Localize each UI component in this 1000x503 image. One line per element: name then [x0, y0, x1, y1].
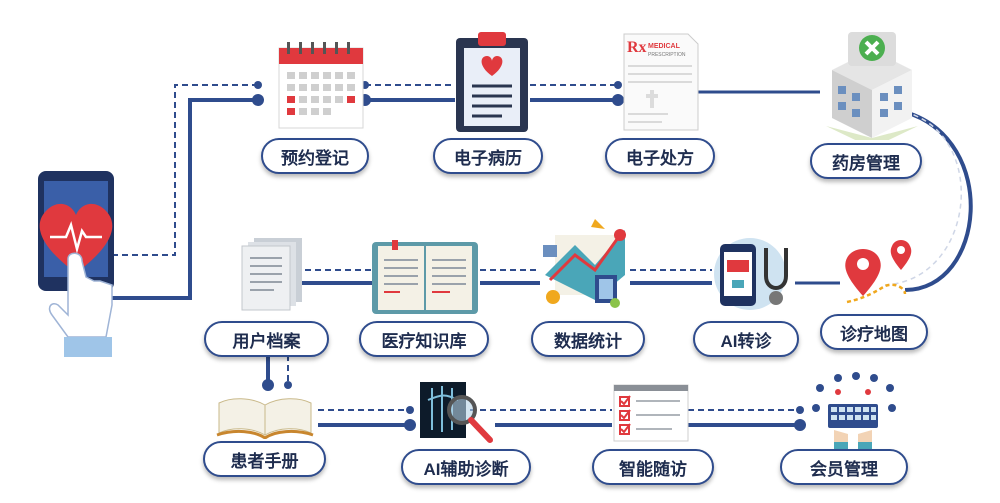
- calendar-icon: [278, 42, 364, 129]
- phone-stethoscope-icon: [714, 238, 788, 310]
- node-user-archive[interactable]: 用户档案: [204, 321, 329, 357]
- clipboard-heart-icon: [456, 32, 528, 132]
- file-stack-icon: [241, 238, 302, 311]
- svg-text:MEDICAL: MEDICAL: [648, 43, 681, 50]
- phone-heart-hand-icon: [38, 171, 114, 357]
- node-ai-referral[interactable]: AI转诊: [693, 321, 799, 357]
- node-ai-diagnosis[interactable]: AI辅助诊断: [401, 449, 531, 485]
- map-pins-icon: [845, 240, 912, 304]
- node-patient-handbook[interactable]: 患者手册: [203, 441, 326, 477]
- node-membership[interactable]: 会员管理: [780, 449, 908, 485]
- data-collage-icon: [543, 219, 626, 308]
- node-knowledge-base[interactable]: 医疗知识库: [359, 321, 489, 357]
- prescription-sheet-icon: Rx MEDICAL PRESCRIPTION: [623, 33, 699, 131]
- svg-text:Rx: Rx: [627, 39, 647, 56]
- checklist-icon: [613, 384, 689, 442]
- open-book-icon: [372, 240, 478, 314]
- node-pharmacy[interactable]: 药房管理: [810, 143, 922, 179]
- node-clinic-map[interactable]: 诊疗地图: [820, 314, 928, 350]
- node-emr[interactable]: 电子病历: [433, 138, 543, 174]
- xray-magnifier-icon: [420, 382, 493, 443]
- svg-text:PRESCRIPTION: PRESCRIPTION: [648, 52, 686, 58]
- node-statistics[interactable]: 数据统计: [531, 321, 645, 357]
- node-e-prescription[interactable]: 电子处方: [605, 138, 715, 174]
- node-followup[interactable]: 智能随访: [592, 449, 714, 485]
- node-appointment[interactable]: 预约登记: [261, 138, 369, 174]
- open-handbook-icon: [216, 398, 314, 439]
- keyboard-users-icon: [812, 372, 896, 450]
- hospital-building-icon: [826, 32, 918, 140]
